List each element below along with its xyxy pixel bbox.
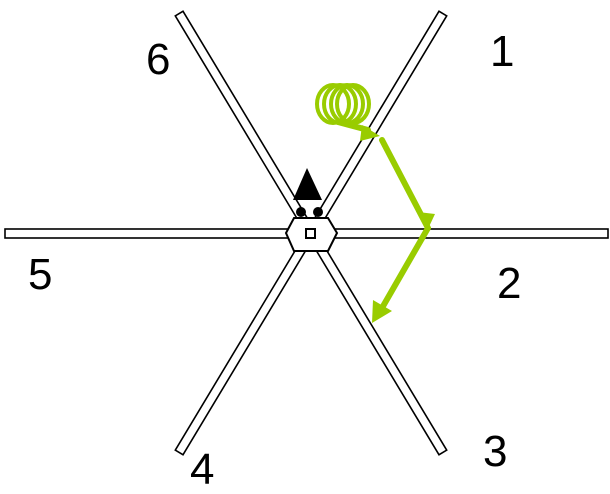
center-hub xyxy=(286,218,337,251)
arm-label-5: 5 xyxy=(28,253,52,297)
hub-square xyxy=(306,229,315,238)
arm-label-6: 6 xyxy=(146,38,170,82)
arm-label-2: 2 xyxy=(497,262,521,306)
robot-marker xyxy=(293,168,323,217)
path-segment-2 xyxy=(382,140,428,308)
coil-icon xyxy=(317,85,369,123)
arm-label-3: 3 xyxy=(483,430,507,474)
right-eye-dot xyxy=(313,207,323,217)
arm-label-4: 4 xyxy=(190,448,214,492)
arrowhead-2-icon xyxy=(418,212,435,231)
movement-path xyxy=(338,122,428,308)
left-eye-dot xyxy=(296,207,306,217)
arm-label-1: 1 xyxy=(490,30,514,74)
triangle-icon xyxy=(293,168,322,200)
